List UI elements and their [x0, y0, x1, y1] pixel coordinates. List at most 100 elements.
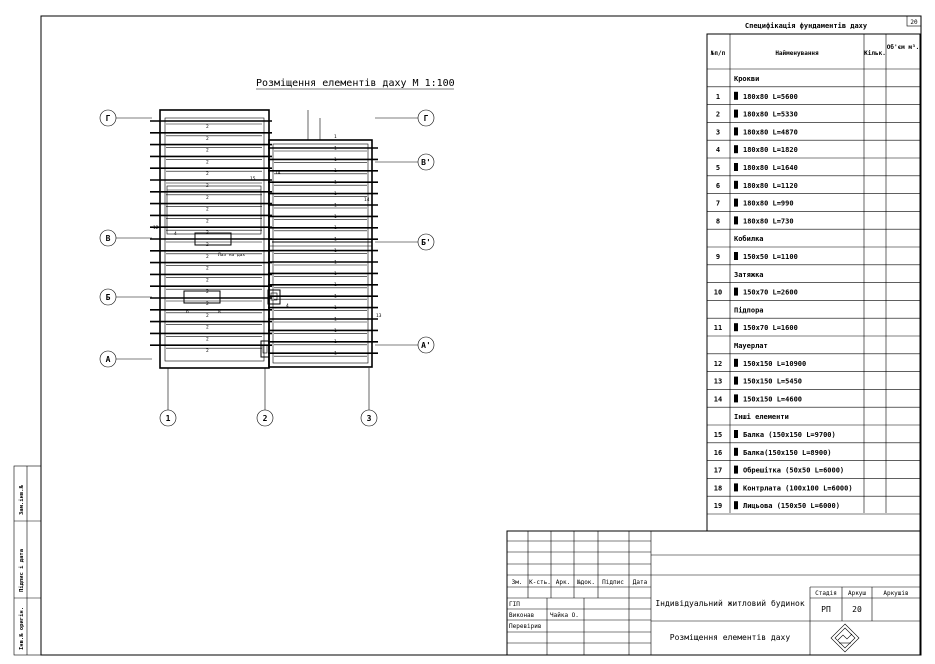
spec-row-name: 180х80 L=1820 — [743, 146, 798, 154]
spec-group-label: Мауерлат — [734, 342, 768, 350]
axis-label-a: А — [106, 355, 111, 364]
spec-group-label: Підпора — [734, 306, 764, 314]
tb-sheets-label: Аркушів — [883, 590, 908, 597]
spec-row-name: 150х150 L=10900 — [743, 360, 806, 368]
spec-group-label: Затяжка — [734, 271, 764, 279]
side-stamp-original: Інв.№ оригін. — [19, 607, 25, 650]
side-stamp-signature: Підпис і дата — [19, 549, 25, 592]
note-12: 12 — [153, 225, 159, 231]
tb-col-doc: №док. — [577, 579, 595, 586]
sheet-number-box — [906, 15, 922, 27]
note-6: 6 — [186, 309, 189, 315]
spec-row-marker — [734, 358, 738, 367]
spec-row-marker — [734, 430, 738, 438]
rafter-tag: 2 — [206, 242, 209, 248]
rafter-tag: 1 — [334, 271, 337, 277]
axis-label-v-prime: В' — [421, 158, 431, 167]
spec-row-num: 12 — [714, 360, 722, 368]
spec-row-name: Лицьова (150х50 L=6000) — [743, 502, 840, 510]
axis-label-1: 1 — [166, 414, 171, 423]
note-4-b: 4 — [286, 303, 289, 309]
side-stamp: Інв.№ оригін. Підпис і дата Зам.інв.№ — [13, 465, 42, 656]
spec-row-name: 180х80 L=1120 — [743, 182, 798, 190]
axis-bubble-v-prime — [417, 153, 435, 171]
rafter-tag: 1 — [334, 157, 337, 163]
spec-group-label: Кобилка — [734, 235, 764, 243]
tb-project: Індивідуальний житловий будинок — [655, 598, 804, 608]
spec-row-name: Обрешітка (50х50 L=6000) — [743, 467, 844, 475]
spec-row-marker — [734, 216, 738, 225]
spec-row-marker — [734, 465, 738, 474]
tb-col-signature: Підпис — [602, 579, 624, 586]
rafter-tag: 2 — [206, 325, 209, 331]
spec-row-num: 2 — [716, 111, 720, 119]
rafter-tag: 2 — [206, 207, 209, 213]
plan-title: Розміщення елементів даху М 1:100 — [256, 77, 455, 89]
spec-row-name: 150х150 L=5450 — [743, 378, 802, 386]
rafter-tag: 2 — [206, 195, 209, 201]
rafter-tag: 1 — [334, 237, 337, 243]
spec-row-num: 14 — [714, 395, 722, 403]
spec-row-num: 9 — [716, 253, 720, 261]
spec-row-name: Балка (150х150 L=9700) — [743, 431, 836, 439]
spec-row-num: 13 — [714, 378, 722, 386]
note-14-b: 14 — [364, 197, 370, 203]
spec-row-marker — [734, 163, 738, 171]
spec-row-num: 17 — [714, 467, 722, 475]
axis-bubble-g-left — [99, 109, 117, 127]
rafter-tag: 2 — [206, 336, 209, 342]
note-14-a: 14 — [275, 170, 281, 176]
rafter-tag: 2 — [206, 277, 209, 283]
spec-row-marker — [734, 501, 738, 510]
rafter-tag: 1 — [334, 145, 337, 151]
rafter-tag: 1 — [334, 168, 337, 174]
spec-row-name: Балка(150х150 L=8900) — [743, 449, 832, 457]
axis-bubble-2 — [256, 409, 274, 427]
spec-row-name: 180х80 L=5330 — [743, 111, 798, 119]
note-15: 15 — [250, 176, 256, 182]
rafter-tag: 2 — [206, 183, 209, 189]
spec-row-name: 180х80 L=5600 — [743, 93, 798, 101]
spec-row-name: 150х50 L=1100 — [743, 253, 798, 261]
axis-label-2: 2 — [263, 414, 268, 423]
spec-row-name: 150х150 L=4600 — [743, 395, 802, 403]
spec-row-marker — [734, 198, 738, 207]
rafter-tag: 2 — [206, 313, 209, 319]
axis-label-v: В — [106, 234, 111, 243]
rafter-tag: 1 — [334, 202, 337, 208]
rafter-tag: 1 — [334, 294, 337, 300]
plan-annotations: Лаз на дах 12 4 15 14 14 13 4 6 8 — [153, 170, 382, 319]
rafter-tag: 1 — [334, 191, 337, 197]
spec-row-marker — [734, 109, 738, 118]
note-4-a: 4 — [174, 231, 177, 237]
axis-label-g-right: Г — [424, 114, 429, 123]
rafter-tag: 1 — [334, 259, 337, 265]
rafter-tag: 2 — [206, 148, 209, 154]
note-8: 8 — [218, 309, 221, 315]
spec-row-marker — [734, 91, 738, 100]
axis-label-b: Б — [106, 293, 111, 302]
rafter-tag: 2 — [206, 136, 209, 142]
spec-header-vol-text: Об'єм м³. — [887, 44, 920, 51]
spec-row-num: 4 — [716, 146, 720, 154]
tb-col-zm: Зм. — [512, 579, 523, 586]
axis-label-3: 3 — [367, 414, 372, 423]
axis-bubble-1 — [159, 409, 177, 427]
spec-row-name: 180х80 L=1640 — [743, 164, 798, 172]
spec-row-marker — [734, 323, 738, 332]
title-block: Зм. К-сть. Арк. №док. Підпис Дата ГІП Ви… — [506, 530, 921, 656]
spec-row-name: 180х80 L=4870 — [743, 128, 798, 136]
tb-drawing: Розміщення елементів даху — [670, 633, 791, 642]
rafter-tag: 1 — [334, 134, 337, 140]
spec-row-num: 10 — [714, 289, 722, 297]
spec-group-label: Крокви — [734, 75, 759, 83]
spec-row-num: 1 — [716, 93, 720, 101]
rafter-tag: 2 — [206, 230, 209, 236]
sheet-frame — [40, 15, 922, 656]
spec-row-num: 18 — [714, 484, 722, 492]
spec-row-marker — [734, 145, 738, 154]
spec-row-name: 180х80 L=730 — [743, 217, 794, 225]
spec-row-name: Контрлата (100х100 L=6000) — [743, 484, 853, 492]
